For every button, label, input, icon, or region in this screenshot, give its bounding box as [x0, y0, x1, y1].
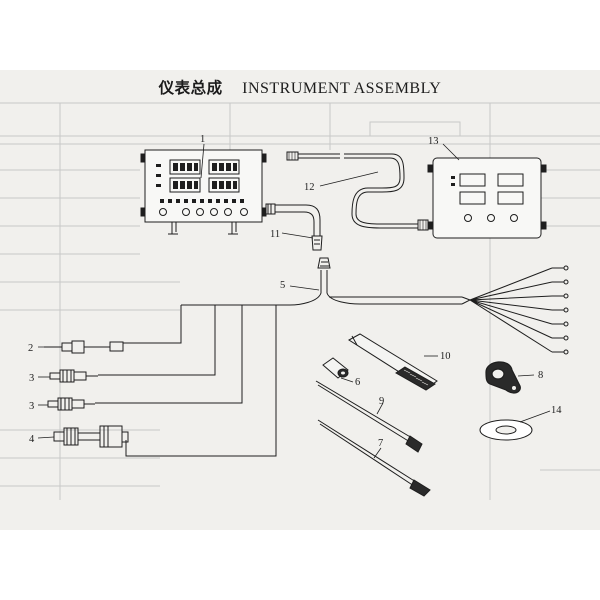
temperature-sensor-a [49, 369, 98, 383]
connecting-cable [286, 151, 429, 231]
leader-8 [517, 374, 535, 377]
cable-tie-9 [315, 380, 423, 453]
page-title: 仪表总成 INSTRUMENT ASSEMBLY [0, 76, 600, 98]
callout-14: 14 [551, 405, 562, 416]
callout-1: 1 [200, 134, 205, 145]
callout-3b: 3 [29, 401, 34, 412]
callout-3a: 3 [29, 373, 34, 384]
pipe-clamp [485, 361, 521, 394]
leader-7 [373, 447, 382, 459]
angled-lead [265, 203, 323, 251]
instrument-panel [140, 149, 267, 235]
cable-tie-7 [317, 419, 431, 497]
callout-7: 7 [378, 438, 383, 449]
title-chinese: 仪表总成 [158, 79, 223, 97]
remote-panel [427, 157, 547, 239]
washer [479, 419, 533, 441]
leader-13 [442, 143, 460, 161]
drawing-sheet [0, 70, 600, 530]
leader-11 [281, 232, 314, 239]
leader-14 [519, 410, 551, 423]
leader-5 [289, 285, 320, 291]
leader-12 [319, 171, 379, 187]
leader-1 [200, 143, 205, 179]
callout-12: 12 [304, 182, 315, 193]
callout-6: 6 [355, 377, 360, 388]
callout-9: 9 [379, 396, 384, 407]
adapter-nut [322, 357, 349, 379]
callout-8: 8 [538, 370, 543, 381]
callout-13: 13 [428, 136, 439, 147]
sensor-body [348, 333, 438, 391]
main-harness [95, 257, 569, 457]
callout-10: 10 [440, 351, 451, 362]
callout-5: 5 [280, 280, 285, 291]
callout-4: 4 [29, 434, 35, 445]
callout-2: 2 [28, 343, 33, 354]
leader-4 [37, 436, 55, 439]
leader-6 [340, 377, 354, 383]
leader-9 [376, 402, 384, 415]
temperature-sensor-b [47, 397, 95, 411]
callout-11: 11 [270, 229, 280, 240]
pressure-sender [53, 425, 129, 448]
title-english: INSTRUMENT ASSEMBLY [242, 80, 442, 97]
